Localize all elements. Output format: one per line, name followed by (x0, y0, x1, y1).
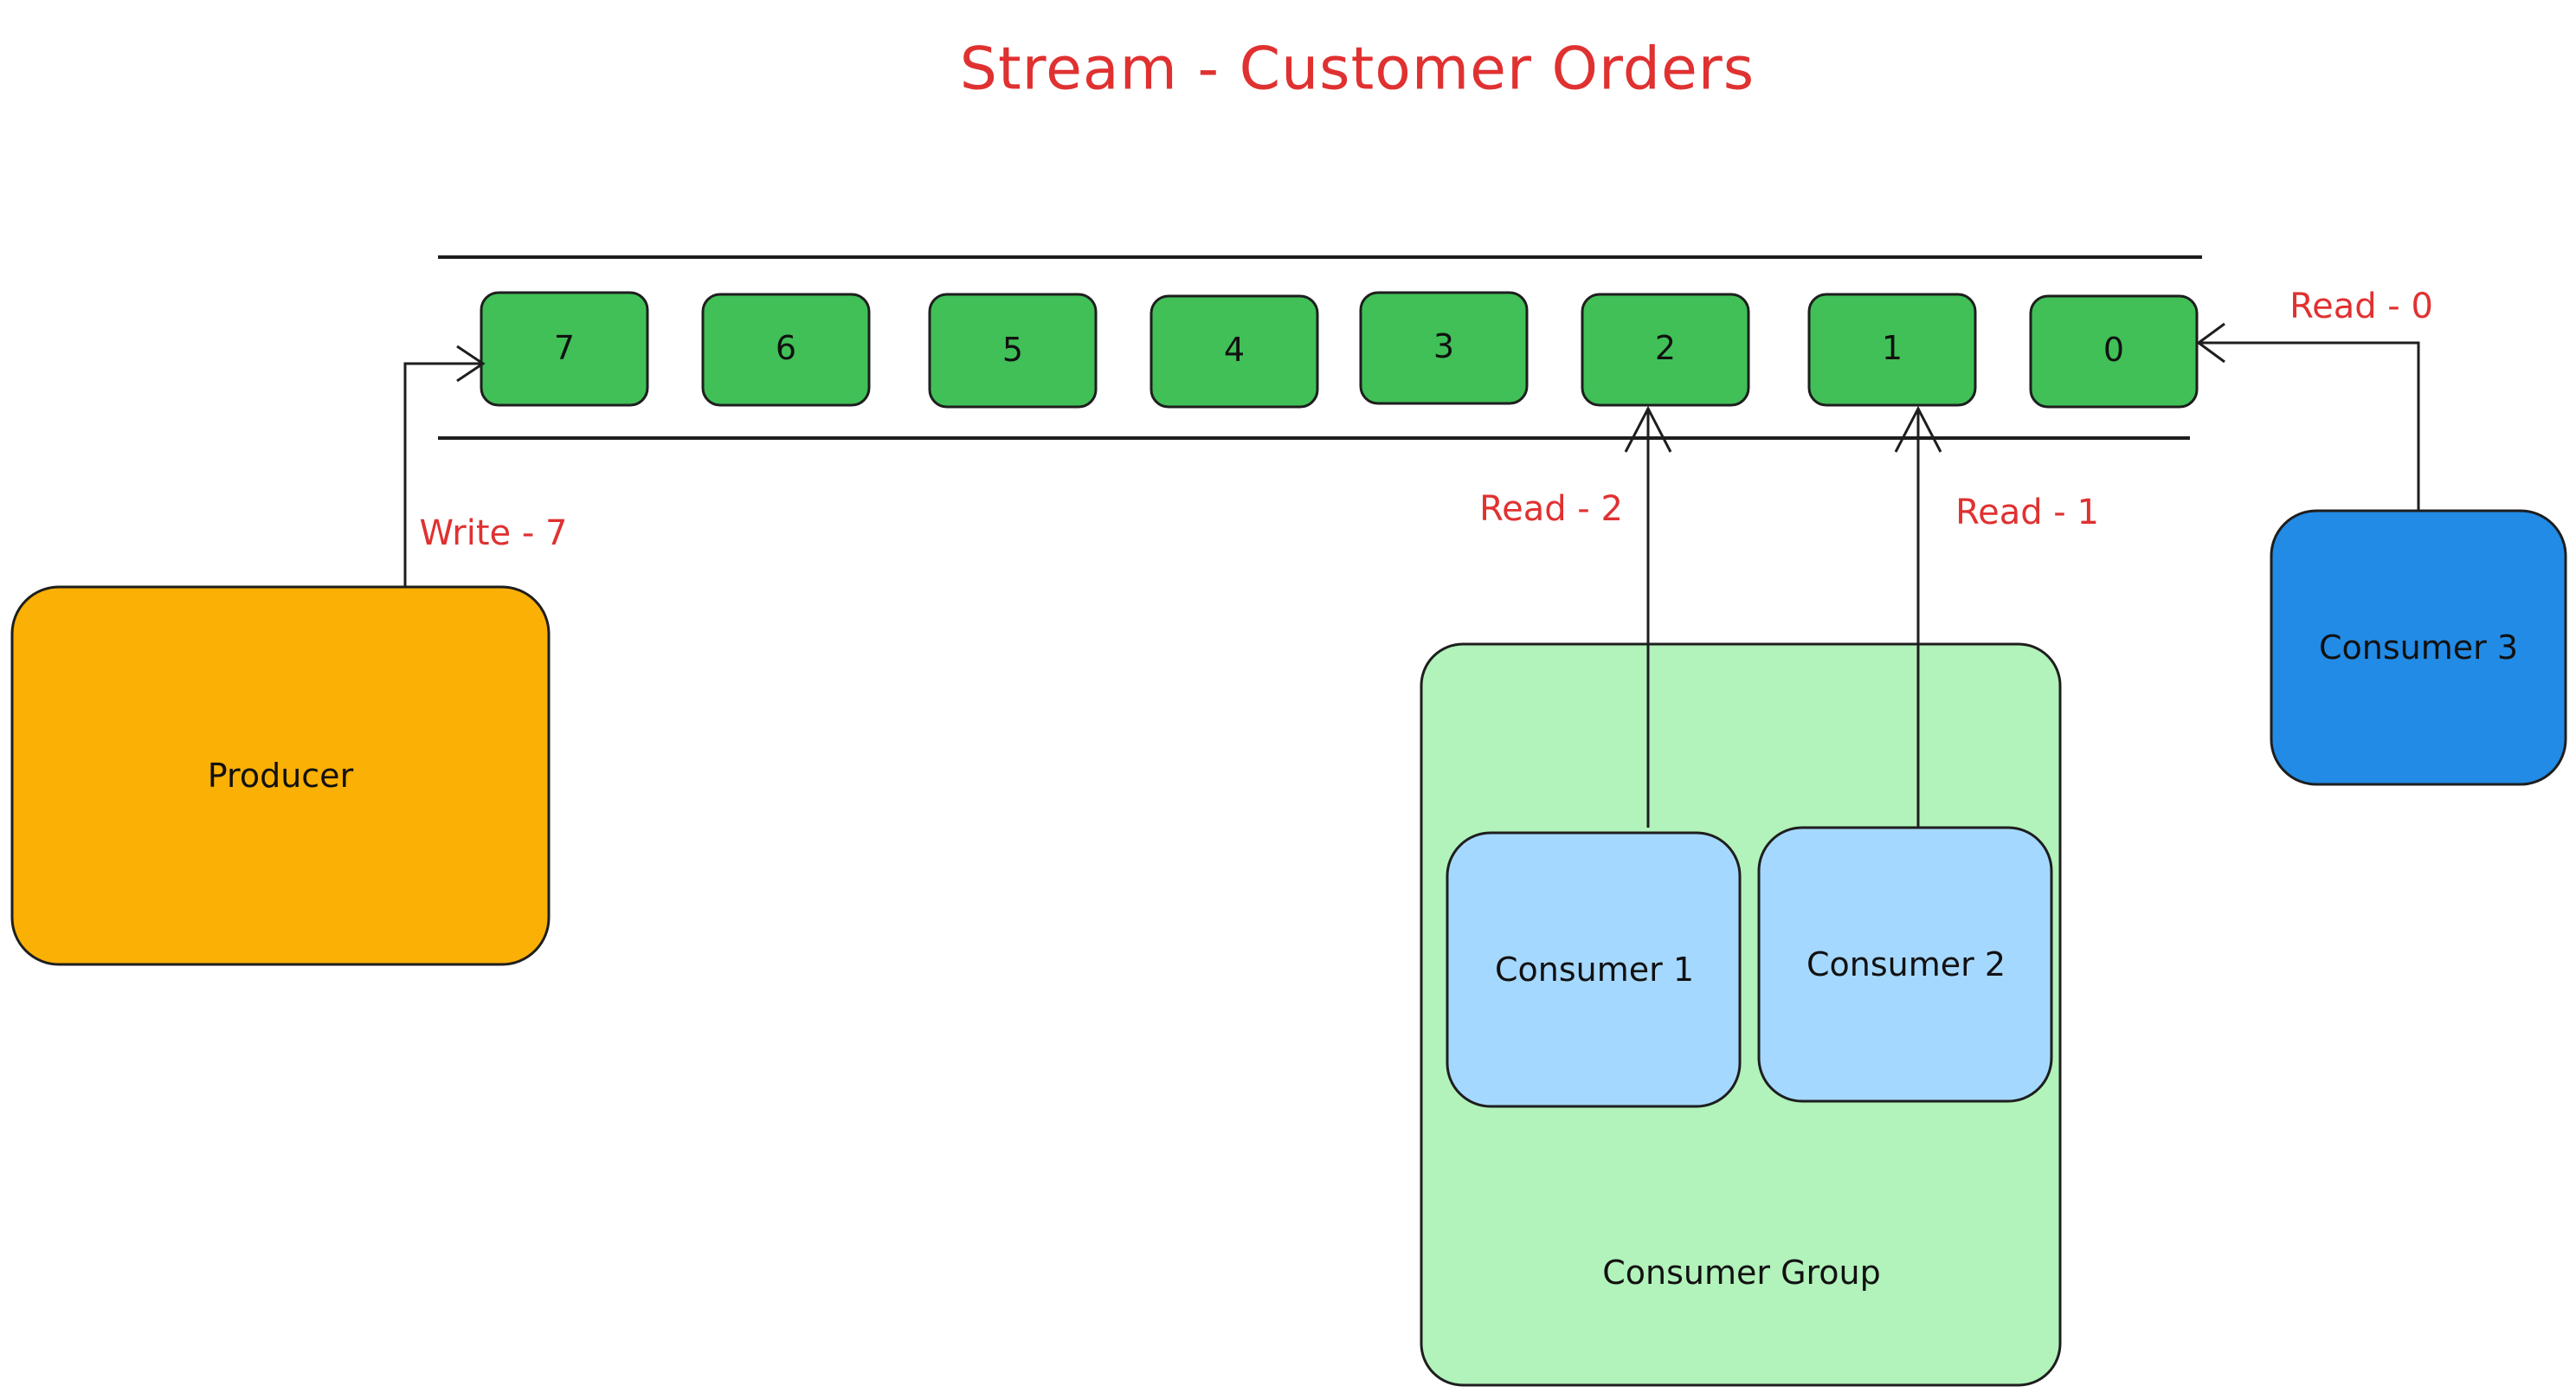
stream-cell-6-label: 6 (775, 329, 797, 367)
read-consumer-2-label: Read - 1 (1955, 493, 2099, 532)
read-arrow-consumer-2-head (1894, 405, 1942, 453)
read-consumer-3-label: Read - 0 (2289, 287, 2433, 326)
stream-cell-7 (480, 291, 649, 407)
write-arrow (403, 362, 481, 587)
stream-cell-4-label: 4 (1223, 331, 1246, 369)
stream-cell-2 (1581, 293, 1750, 407)
producer-box (10, 585, 551, 966)
stream-cell-0-label: 0 (2103, 331, 2125, 369)
read-consumer-1-label: Read - 2 (1479, 489, 1623, 529)
write-arrow-head (456, 345, 486, 383)
stream-cell-1 (1807, 293, 1977, 407)
stream-cell-3 (1359, 291, 1529, 405)
stream-cell-2-label: 2 (1654, 329, 1677, 367)
consumer-2-label: Consumer 2 (1806, 945, 2006, 983)
producer-label: Producer (207, 757, 354, 795)
consumer-group-label: Consumer Group (1602, 1254, 1881, 1292)
read-arrow-consumer-3 (2199, 341, 2420, 511)
consumer-2-box (1757, 826, 2053, 1103)
stream-cell-1-label: 1 (1881, 329, 1903, 367)
stream-cell-5 (928, 293, 1098, 409)
stream-cell-7-label: 7 (553, 329, 576, 367)
stream-cell-5-label: 5 (1001, 331, 1024, 369)
diagram-title: Stream - Customer Orders (959, 35, 1755, 104)
consumer-1-label: Consumer 1 (1494, 951, 1695, 989)
consumer-3-label: Consumer 3 (2318, 629, 2519, 667)
stream-cell-0 (2029, 294, 2199, 409)
stream-cell-6 (701, 293, 871, 407)
write-label: Write - 7 (419, 513, 568, 553)
stream-cell-3-label: 3 (1433, 327, 1455, 365)
read-arrow-consumer-1-head (1624, 405, 1672, 453)
stream-cell-4 (1150, 294, 1319, 409)
read-arrow-consumer-3-head (2196, 322, 2225, 364)
consumer-1-box (1446, 831, 1742, 1108)
